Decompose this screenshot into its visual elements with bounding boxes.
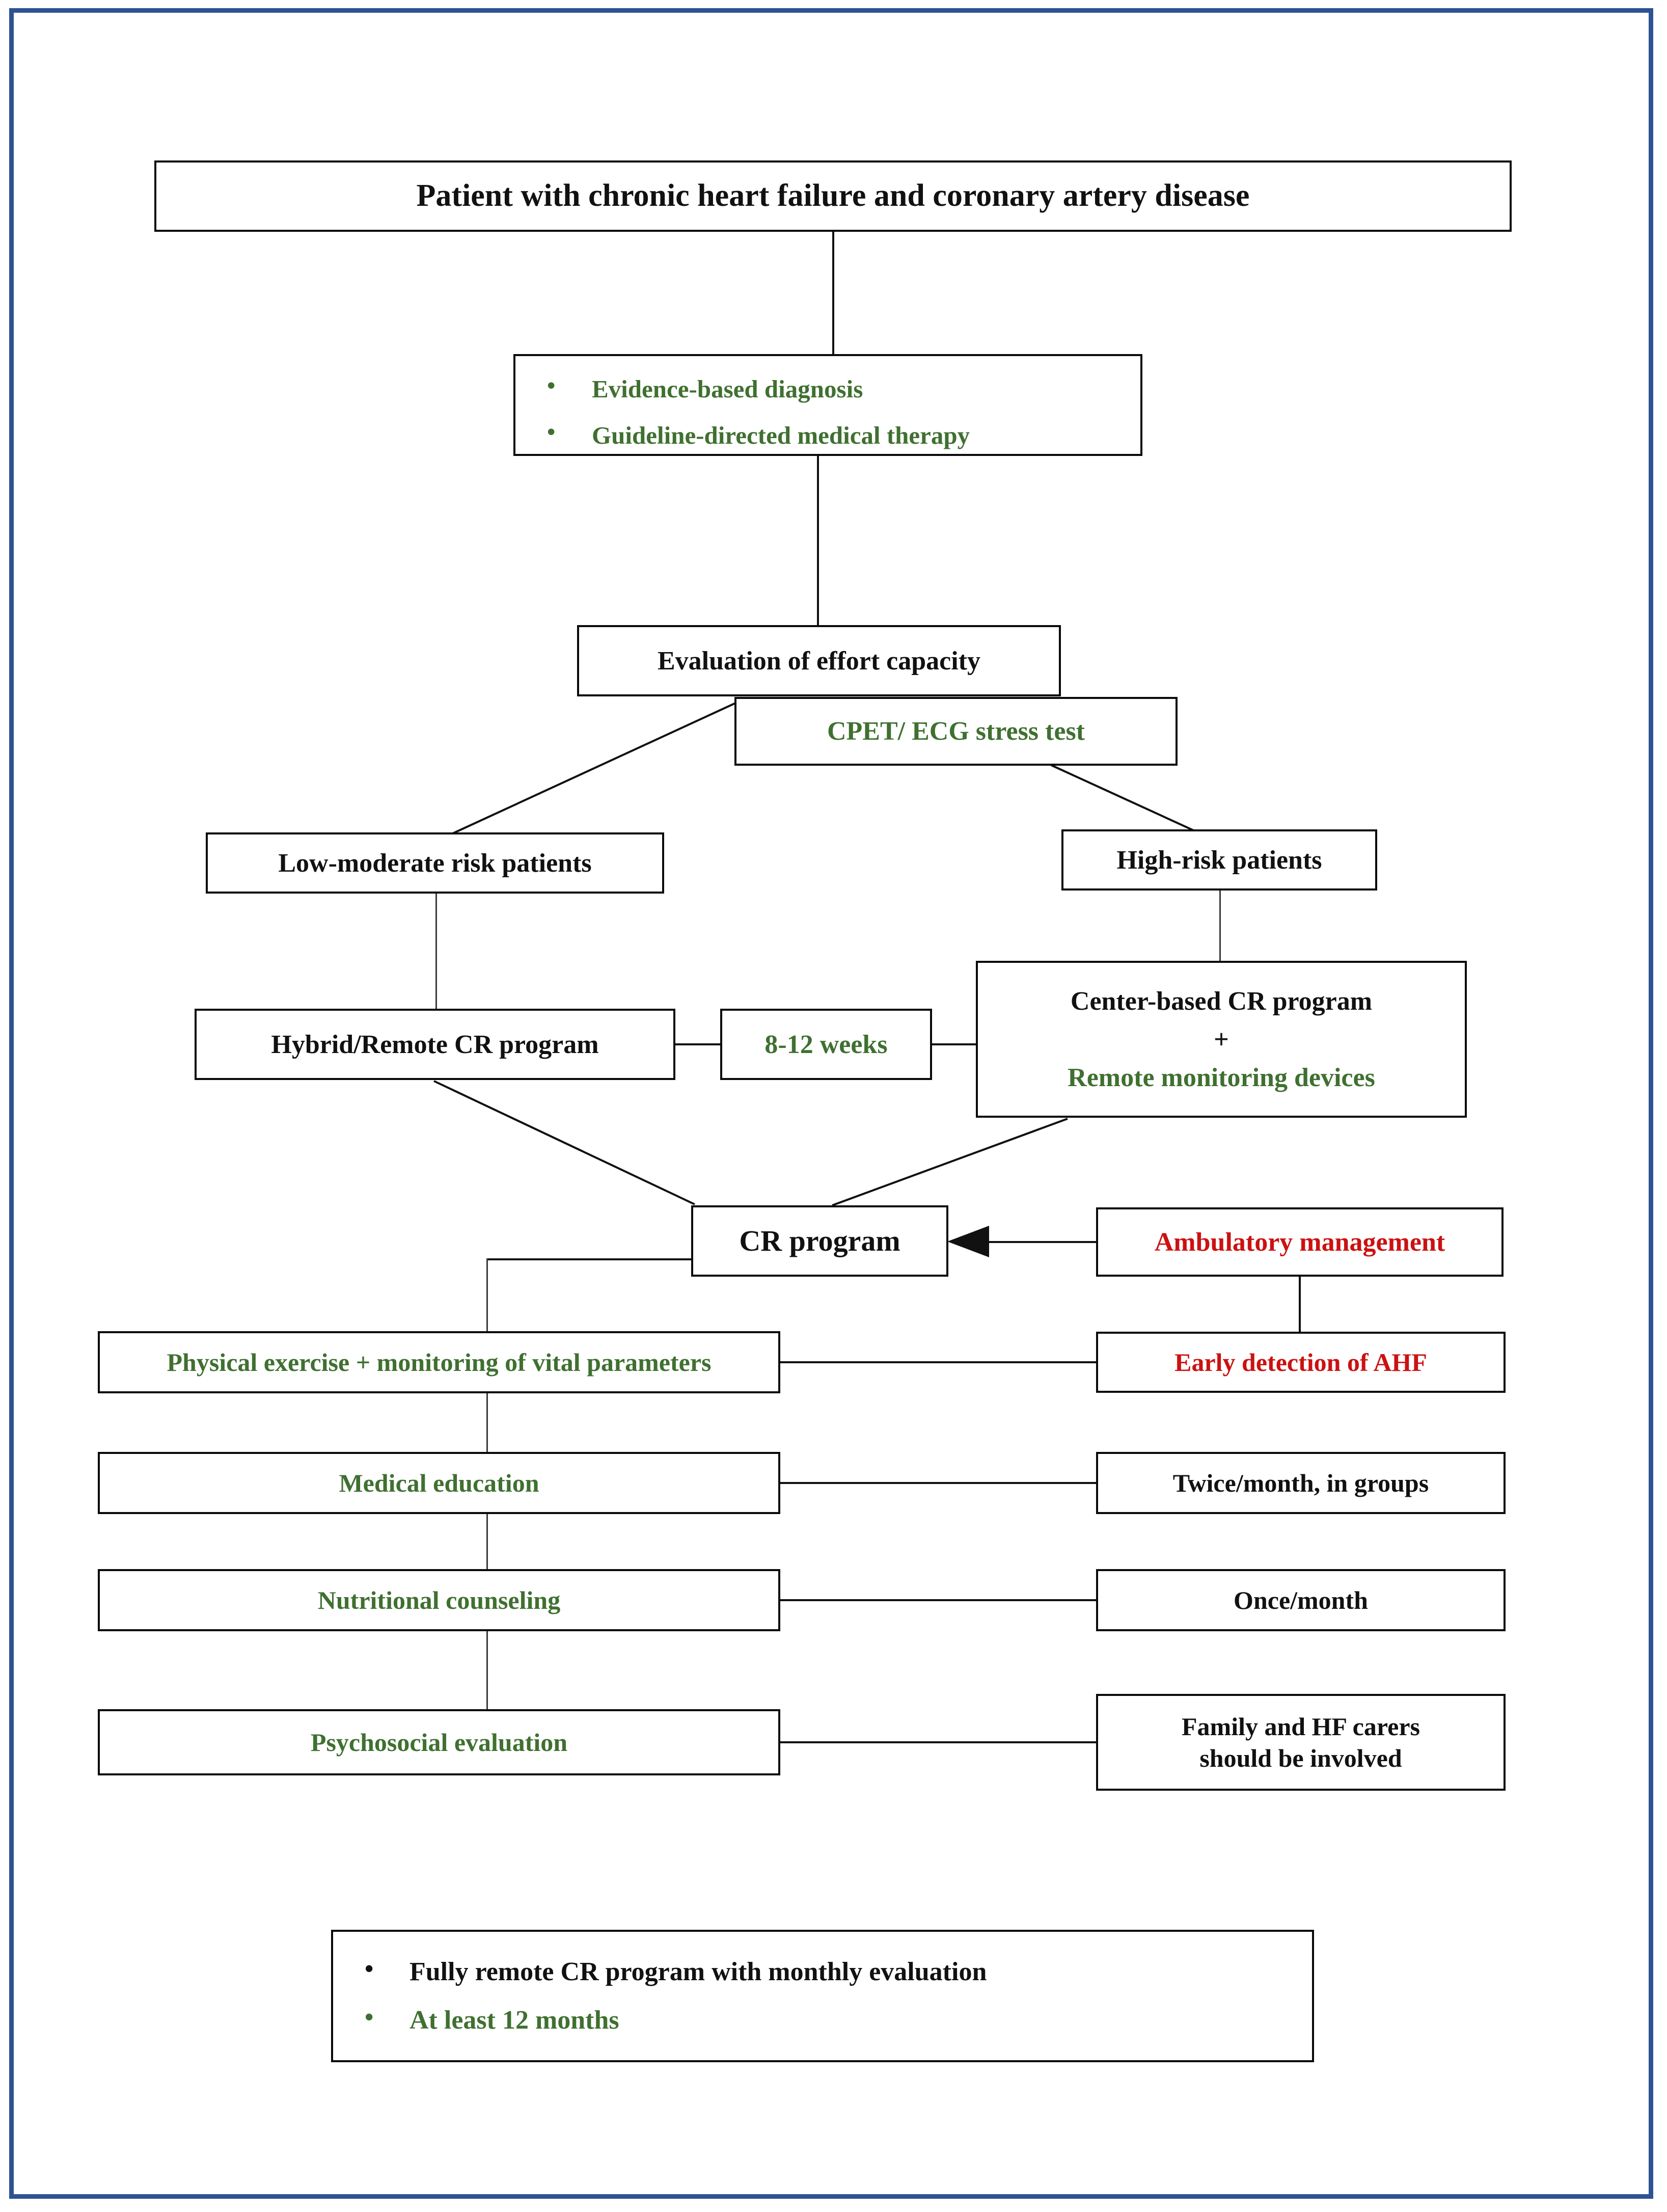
connector-weeks-to-center	[931, 1043, 977, 1045]
node-hybrid-remote-cr-label: Hybrid/Remote CR program	[271, 1030, 599, 1059]
connector-ambulatory-to-crprogram	[983, 1241, 1097, 1243]
node-psychosocial-evaluation-label: Psychosocial evaluation	[310, 1728, 568, 1757]
connector-hybrid-to-weeks	[675, 1043, 721, 1045]
node-footer-summary: Fully remote CR program with monthly eva…	[331, 1930, 1314, 2062]
node-family-hf-carers-line1: Family and HF carers	[1182, 1712, 1420, 1741]
node-nutritional-counseling-label: Nutritional counseling	[317, 1585, 561, 1614]
node-title-label: Patient with chronic heart failure and c…	[416, 178, 1250, 213]
diagnosis-bullet-list: Evidence-based diagnosis Guideline-direc…	[515, 371, 1140, 451]
node-family-hf-carers: Family and HF carers should be involved	[1096, 1694, 1506, 1791]
node-medical-education: Medical education	[98, 1452, 780, 1514]
connector-title-to-diagnosis	[832, 232, 834, 354]
footer-bullet-1: Fully remote CR program with monthly eva…	[365, 1953, 1312, 1988]
footer-bullet-2: At least 12 months	[365, 2002, 1312, 2037]
node-ambulatory-management-label: Ambulatory management	[1154, 1227, 1445, 1257]
node-center-based-cr-plus: +	[1214, 1024, 1229, 1054]
connector-nutrition-to-once-month	[780, 1599, 1096, 1601]
node-physical-exercise-label: Physical exercise + monitoring of vital …	[167, 1347, 712, 1377]
node-once-month: Once/month	[1096, 1569, 1506, 1631]
connector-education-to-twice-month	[780, 1482, 1096, 1484]
node-8-12-weeks: 8-12 weeks	[720, 1009, 932, 1080]
node-hybrid-remote-cr: Hybrid/Remote CR program	[195, 1009, 675, 1080]
node-center-based-cr: Center-based CR program + Remote monitor…	[976, 961, 1467, 1118]
node-evaluation: Evaluation of effort capacity	[577, 625, 1061, 696]
node-high-risk: High-risk patients	[1061, 829, 1377, 891]
connector-lowrisk-to-hybrid	[435, 894, 437, 1026]
node-medical-education-label: Medical education	[339, 1468, 539, 1497]
page-border	[9, 8, 1653, 2199]
node-evaluation-label: Evaluation of effort capacity	[657, 646, 980, 676]
node-psychosocial-evaluation: Psychosocial evaluation	[98, 1709, 780, 1775]
connector-hybrid-to-crprogram	[433, 1080, 695, 1205]
node-early-detection-ahf-label: Early detection of AHF	[1174, 1347, 1427, 1377]
footer-bullet-list: Fully remote CR program with monthly eva…	[333, 1953, 1312, 2037]
node-early-detection-ahf: Early detection of AHF	[1096, 1332, 1506, 1393]
node-cpet: CPET/ ECG stress test	[734, 697, 1178, 766]
connector-exercise-to-early-detection	[780, 1361, 1096, 1363]
node-nutritional-counseling: Nutritional counseling	[98, 1569, 780, 1631]
connector-center-to-crprogram	[832, 1118, 1068, 1206]
connector-crprogram-spine-top	[486, 1258, 692, 1260]
connector-psychosocial-to-family	[780, 1741, 1096, 1743]
node-ambulatory-management: Ambulatory management	[1096, 1207, 1504, 1277]
arrowhead-to-crprogram	[947, 1226, 989, 1257]
node-title: Patient with chronic heart failure and c…	[154, 160, 1512, 232]
connector-ambulatory-to-early-detection	[1299, 1277, 1301, 1332]
node-diagnosis: Evidence-based diagnosis Guideline-direc…	[513, 354, 1142, 456]
node-cpet-label: CPET/ ECG stress test	[827, 717, 1085, 746]
connector-highrisk-to-center	[1219, 891, 1221, 962]
node-cr-program: CR program	[691, 1205, 948, 1277]
node-cr-program-label: CR program	[739, 1224, 900, 1257]
diagnosis-bullet-2: Guideline-directed medical therapy	[547, 418, 1140, 451]
node-high-risk-label: High-risk patients	[1116, 845, 1322, 875]
node-low-moderate-risk-label: Low-moderate risk patients	[278, 848, 592, 878]
connector-branch-left	[434, 697, 747, 843]
node-center-based-cr-line1: Center-based CR program	[1070, 986, 1373, 1016]
node-low-moderate-risk: Low-moderate risk patients	[206, 832, 664, 894]
node-twice-month: Twice/month, in groups	[1096, 1452, 1506, 1514]
connector-diagnosis-to-evaluation	[817, 456, 819, 625]
node-once-month-label: Once/month	[1234, 1585, 1368, 1614]
node-family-hf-carers-line2: should be involved	[1199, 1744, 1402, 1772]
node-8-12-weeks-label: 8-12 weeks	[764, 1030, 888, 1059]
diagnosis-bullet-1: Evidence-based diagnosis	[547, 371, 1140, 404]
node-physical-exercise: Physical exercise + monitoring of vital …	[98, 1331, 780, 1393]
node-twice-month-label: Twice/month, in groups	[1172, 1468, 1429, 1497]
node-center-based-cr-line3: Remote monitoring devices	[1068, 1063, 1375, 1092]
